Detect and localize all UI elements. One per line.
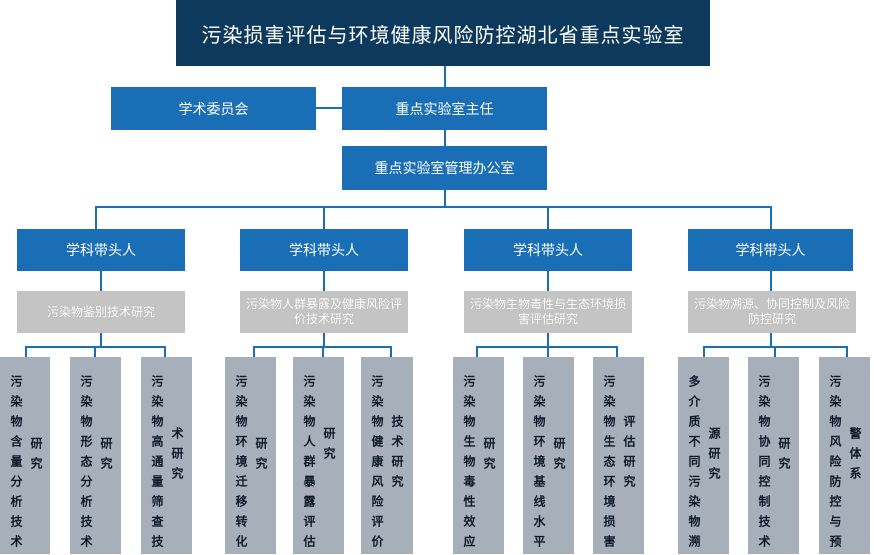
group-1-leaf-1-suffix: 研究	[29, 437, 43, 477]
group-4-leaf-2-text: 污染物协同控制技术	[757, 375, 771, 555]
lab-title: 污染损害评估与环境健康风险防控湖北省重点实验室	[176, 0, 710, 66]
group-1-leaf-3: 污染物高通量筛查技 术研究	[141, 357, 192, 555]
group-3-leaf-3: 污染物生态环境损害 评估研究	[593, 357, 644, 555]
group-2-leaf-2-text: 污染物人群暴露评估	[302, 375, 316, 555]
group-3-leaf-1-suffix: 研究	[482, 437, 496, 477]
connector-g1-leaf1	[25, 346, 27, 357]
group-4-leaf-2: 污染物协同控制技术 研究	[748, 357, 799, 555]
connector-drop-4	[770, 206, 772, 229]
group-2-leaf-3: 污染物健康风险评价 技术研究	[361, 357, 413, 555]
group-2-leaf-1-suffix: 研究	[254, 437, 268, 477]
connector-g4-topic-bus	[770, 333, 772, 347]
connector-g2-leader-topic	[323, 271, 325, 291]
group-2-leaf-1-text: 污染物环境迁移转化	[234, 375, 248, 555]
group-4-leader-node: 学科带头人	[688, 229, 853, 271]
group-1-leaf-1-text: 污染物含量分析技术	[9, 375, 23, 555]
connector-committee-director	[316, 107, 342, 109]
group-1-leaf-1: 污染物含量分析技术 研究	[0, 357, 50, 555]
group-1-leaf-3-text: 污染物高通量筛查技	[150, 375, 164, 555]
connector-g3-leaf2	[547, 346, 549, 357]
connector-g2-leaf2	[322, 346, 324, 357]
group-4-topic-node: 污染物溯源、协同控制及风险防控研究	[688, 291, 856, 333]
group-3-leaf-2-text: 污染物环境基线水平	[532, 375, 546, 555]
connector-g4-leaf3	[846, 346, 848, 357]
group-2-leaf-2: 污染物人群暴露评估 研究	[293, 357, 344, 555]
connector-g4-leaf2	[774, 346, 776, 357]
connector-g1-leaf3	[164, 346, 166, 357]
connector-drop-2	[323, 206, 325, 229]
group-4-leaf-1-text: 多介质不同污染物溯	[687, 375, 701, 555]
connector-g2-leaf3	[390, 346, 392, 357]
connector-g3-leaf1	[476, 346, 478, 357]
group-3-leaf-1-text: 污染物生物毒性效应	[462, 375, 476, 555]
connector-g1-leaf2	[94, 346, 96, 357]
connector-drop-1	[95, 206, 97, 229]
group-1-leaf-2: 污染物形态分析技术 研究	[70, 357, 121, 555]
connector-horizontal-bus	[95, 206, 771, 208]
connector-g1-leader-topic	[100, 271, 102, 291]
group-3-leaf-3-suffix: 评估研究	[622, 415, 636, 495]
connector-director-office	[444, 130, 446, 146]
group-3-leaf-2: 污染物环境基线水平 研究	[523, 357, 574, 555]
group-3-leaf-3-text: 污染物生态环境损害	[602, 375, 616, 555]
group-2-leaf-1: 污染物环境迁移转化 研究	[225, 357, 276, 555]
group-4-leaf-2-suffix: 研究	[777, 437, 791, 477]
connector-g1-topic-bus	[100, 333, 102, 347]
connector-drop-3	[547, 206, 549, 229]
group-4-leaf-3: 污染物风险防控与预 警体系	[819, 357, 870, 555]
group-3-leaf-2-suffix: 研究	[552, 437, 566, 477]
group-4-leaf-3-text: 污染物风险防控与预	[828, 375, 842, 555]
group-1-leaf-2-text: 污染物形态分析技术	[79, 375, 93, 555]
group-4-leaf-1-suffix: 源研究	[707, 427, 721, 487]
connector-g4-leaf1	[703, 346, 705, 357]
lab-director-node: 重点实验室主任	[342, 87, 547, 130]
connector-g3-topic-bus	[547, 333, 549, 347]
group-3-leader-node: 学科带头人	[464, 229, 632, 271]
connector-g4-leader-topic	[770, 271, 772, 291]
group-3-topic-node: 污染物生物毒性与生态环境损害评估研究	[464, 291, 632, 333]
group-2-leaf-2-suffix: 研究	[322, 427, 336, 467]
group-2-leader-node: 学科带头人	[240, 229, 408, 271]
group-2-leaf-3-text: 污染物健康风险评价	[370, 375, 384, 555]
connector-g2-topic-bus	[323, 333, 325, 347]
group-2-leaf-3-suffix: 技术研究	[390, 415, 404, 495]
academic-committee-node: 学术委员会	[111, 87, 316, 130]
group-2-topic-node: 污染物人群暴露及健康风险评价技术研究	[240, 291, 408, 333]
group-1-leader-node: 学科带头人	[17, 229, 185, 271]
connector-office-bus	[444, 190, 446, 207]
group-1-leaf-3-suffix: 术研究	[170, 427, 184, 487]
group-4-leaf-3-suffix: 警体系	[848, 427, 862, 487]
connector-g3-leaf3	[616, 346, 618, 357]
connector-g3-leader-topic	[547, 271, 549, 291]
group-1-leaf-2-suffix: 研究	[99, 437, 113, 477]
management-office-node: 重点实验室管理办公室	[342, 146, 547, 190]
group-1-topic-node: 污染物鉴别技术研究	[17, 291, 185, 333]
connector-title-director	[444, 66, 446, 87]
group-4-leaf-1: 多介质不同污染物溯 源研究	[678, 357, 729, 555]
connector-g2-leaf1	[253, 346, 255, 357]
group-3-leaf-1: 污染物生物毒性效应 研究	[453, 357, 504, 555]
